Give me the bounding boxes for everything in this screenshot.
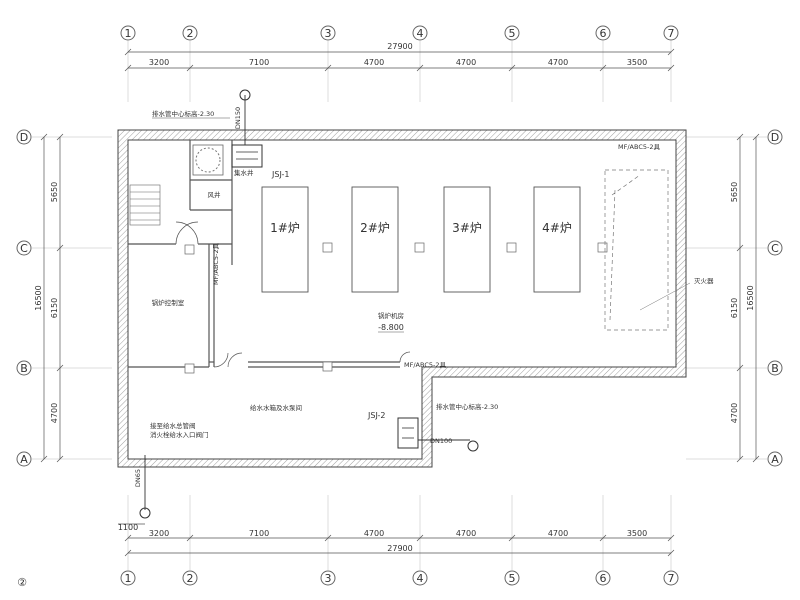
stair [129,184,161,226]
grid-bubble-D-left: D [20,131,28,144]
boiler-1-label: 1#炉 [270,221,300,235]
bottom-span-1: 3200 [149,529,169,538]
top-total-dim: 27900 [387,42,412,51]
boiler-2-label: 2#炉 [360,221,390,235]
sump-top-label: 集水井 [234,168,254,177]
grid-bubble-5-top: 5 [509,27,516,40]
fan-icon [195,147,221,173]
sump-top-tag: JSJ-1 [271,170,290,179]
mf-tag-left: MF/ABC5-2具 [212,243,220,285]
left-span-top: 5650 [50,182,59,202]
boiler-4-label: 4#炉 [542,221,572,235]
grid-bubble-3-bottom: 3 [325,572,332,585]
top-span-3: 4700 [364,58,384,67]
right-total-dim: 16500 [746,285,755,310]
pipe-riser-bottom [139,507,151,519]
bottom-total-dim: 27900 [387,544,412,553]
grid-rows-right: D C B A [767,129,783,467]
grid-bubble-B-left: B [20,362,28,375]
boiler-4 [533,186,581,293]
left-dimensions [40,133,64,463]
top-span-1: 3200 [149,58,169,67]
mf-tag-top: MF/ABC5-2具 [618,143,660,151]
control-room-label: 锅炉控制室 [152,298,185,307]
grid-bubble-4-top: 4 [417,27,424,40]
grid-rows-left: D C B A [16,129,32,467]
structural-columns [184,242,608,374]
bottom-span-3: 4700 [364,529,384,538]
left-span-bottom: 4700 [50,403,59,423]
pump-room-label: 给水水箱及水泵间 [250,403,302,412]
top-span-6: 3500 [627,58,647,67]
boiler-1 [261,186,309,293]
bottom-span-6: 3500 [627,529,647,538]
grid-bubble-4-bottom: 4 [417,572,424,585]
interior-walls [128,140,400,368]
boiler-room-level: -8.800 [378,323,404,332]
left-total-dim: 16500 [34,285,43,310]
grid-bubble-6-bottom: 6 [600,572,607,585]
dashed-zone [604,169,669,331]
drain-note-top: 排水管中心标高-2.30 [152,109,214,118]
left-note-2: 消火栓给水入口阀门 [150,430,209,439]
grid-bubble-6-top: 6 [600,27,607,40]
left-span-mid: 6150 [50,298,59,318]
boilers [261,186,581,293]
grid-bubble-7-bottom: 7 [668,572,675,585]
shaft-label: 风井 [208,190,222,199]
pipe-right-label: DN100 [430,437,452,445]
bottom-span-5: 4700 [548,529,568,538]
leader-right [639,282,691,311]
sump-bottom-label: JSJ-2 [367,411,386,420]
grid-bubble-5-bottom: 5 [509,572,516,585]
grid-bubble-2-top: 2 [187,27,194,40]
boiler-3 [443,186,491,293]
grid-columns-bottom: 1 2 3 4 5 6 7 [120,570,679,586]
bottom-offset-dim: 1100 [118,523,138,532]
boiler-3-label: 3#炉 [452,221,482,235]
pipe-riser-top [239,89,251,101]
left-note-1: 接至给水总管阀 [150,421,196,430]
pipe-bottom-label: DN65 [134,469,142,487]
grid-bubble-1-bottom: 1 [125,572,132,585]
grid-bubble-A-right: A [771,453,779,466]
top-span-4: 4700 [456,58,476,67]
top-span-2: 7100 [249,58,269,67]
bottom-dimensions [118,523,675,557]
pipe-riser-right [467,440,479,452]
sump-jsj1 [231,144,263,168]
right-note: 灭火器 [694,277,714,285]
boiler-room-label: 锅炉机房 [378,311,404,320]
building-walls [117,129,687,468]
right-span-mid: 6150 [730,298,739,318]
grid-bubble-B-right: B [771,362,779,375]
grid-bubble-2-bottom: 2 [187,572,194,585]
door-swings [175,221,411,368]
grid-bubble-C-right: C [771,242,779,255]
right-dimensions [736,133,760,463]
boiler-2 [351,186,399,293]
grid-bubble-1-top: 1 [125,27,132,40]
bottom-span-2: 7100 [249,529,269,538]
mf-tag-mid: MF/ABC5-2具 [404,361,446,369]
grid-bubble-3-top: 3 [325,27,332,40]
grid-lines [32,41,767,570]
sump-jsj2 [397,417,419,449]
top-dimensions [124,48,675,72]
top-span-5: 4700 [548,58,568,67]
right-span-bottom: 4700 [730,403,739,423]
shaft-box [192,144,224,176]
grid-bubble-A-left: A [20,453,28,466]
grid-bubble-C-left: C [20,242,28,255]
grid-columns-top: 1 2 3 4 5 6 7 [120,25,679,41]
sheet-mark: ② [17,576,27,589]
grid-bubble-7-top: 7 [668,27,675,40]
bottom-span-4: 4700 [456,529,476,538]
grid-bubble-D-right: D [771,131,779,144]
drain-note-right: 排水管中心标高-2.30 [436,402,498,411]
right-span-top: 5650 [730,182,739,202]
pipe-top-label: DN150 [234,107,242,129]
